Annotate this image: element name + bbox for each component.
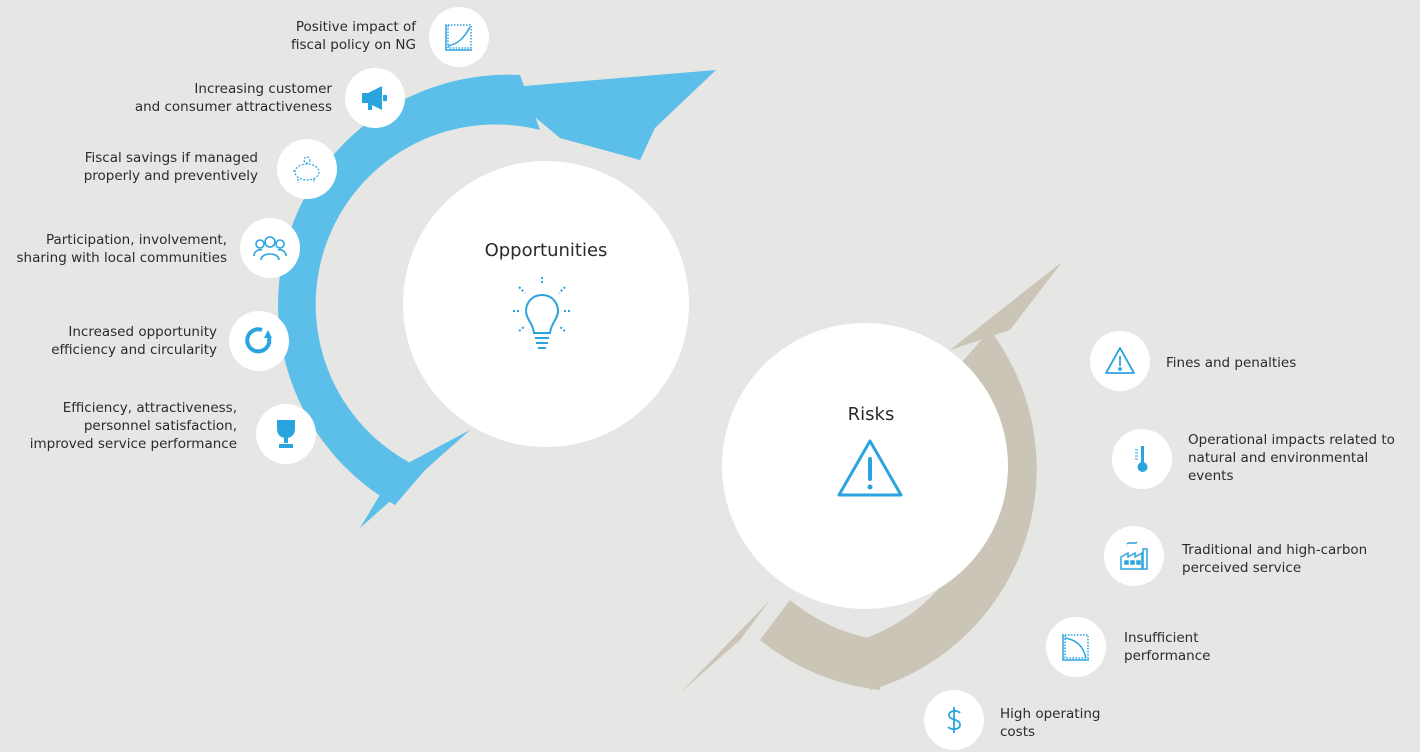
opp-item-4-circle [240,218,300,278]
opp-item-2-circle [345,68,405,128]
risk-item-4-circle [1046,617,1106,677]
warning-triangle-icon [837,439,903,497]
lightbulb-icon [513,277,571,349]
opp-item-6-label: Efficiency, attractiveness, personnel sa… [29,400,237,452]
opportunities-arc [278,70,716,528]
factory-icon [1120,541,1148,570]
opp-item-5-label: Increased opportunity efficiency and cir… [51,324,217,358]
opportunities-hub [403,161,689,447]
risk-item-5-label: High operating costs [1000,706,1101,740]
opp-item-5-circle [229,311,289,371]
circular-arrow-icon [245,327,272,354]
opp-item-3-label: Fiscal savings if managed properly and p… [83,150,258,184]
opp-item-3-circle [277,139,337,199]
declining-chart-icon [1062,634,1089,661]
dollar-icon [947,707,961,733]
warning-icon [1105,347,1135,374]
risk-item-1-circle [1090,331,1150,391]
opportunities-title: Opportunities [484,240,608,261]
trophy-icon [277,420,295,448]
risk-item-1-label: Fines and penalties [1166,355,1297,371]
opp-item-6-circle [256,404,316,464]
risk-item-5-circle [924,690,984,750]
growth-chart-icon [445,24,472,51]
megaphone-icon [362,86,387,110]
opp-item-1-circle [429,7,489,67]
risk-item-3-label: Traditional and high-carbon perceived se… [1182,542,1368,576]
risk-item-4-label: Insufficient performance [1124,630,1211,664]
opp-item-1-label: Positive impact of fiscal policy on NG [291,19,416,53]
thermometer-icon [1135,446,1148,472]
risks-title: Risks [847,404,895,425]
risks-hub [722,323,1008,609]
risk-item-2-label: Operational impacts related to natural a… [1188,432,1395,484]
risk-item-3-circle [1104,526,1164,586]
piggy-bank-icon [292,156,320,183]
people-group-icon [253,236,287,261]
risk-item-2-circle [1112,429,1172,489]
opp-item-4-label: Participation, involvement, sharing with… [16,232,228,266]
opp-item-2-label: Increasing customer and consumer attract… [134,81,332,115]
